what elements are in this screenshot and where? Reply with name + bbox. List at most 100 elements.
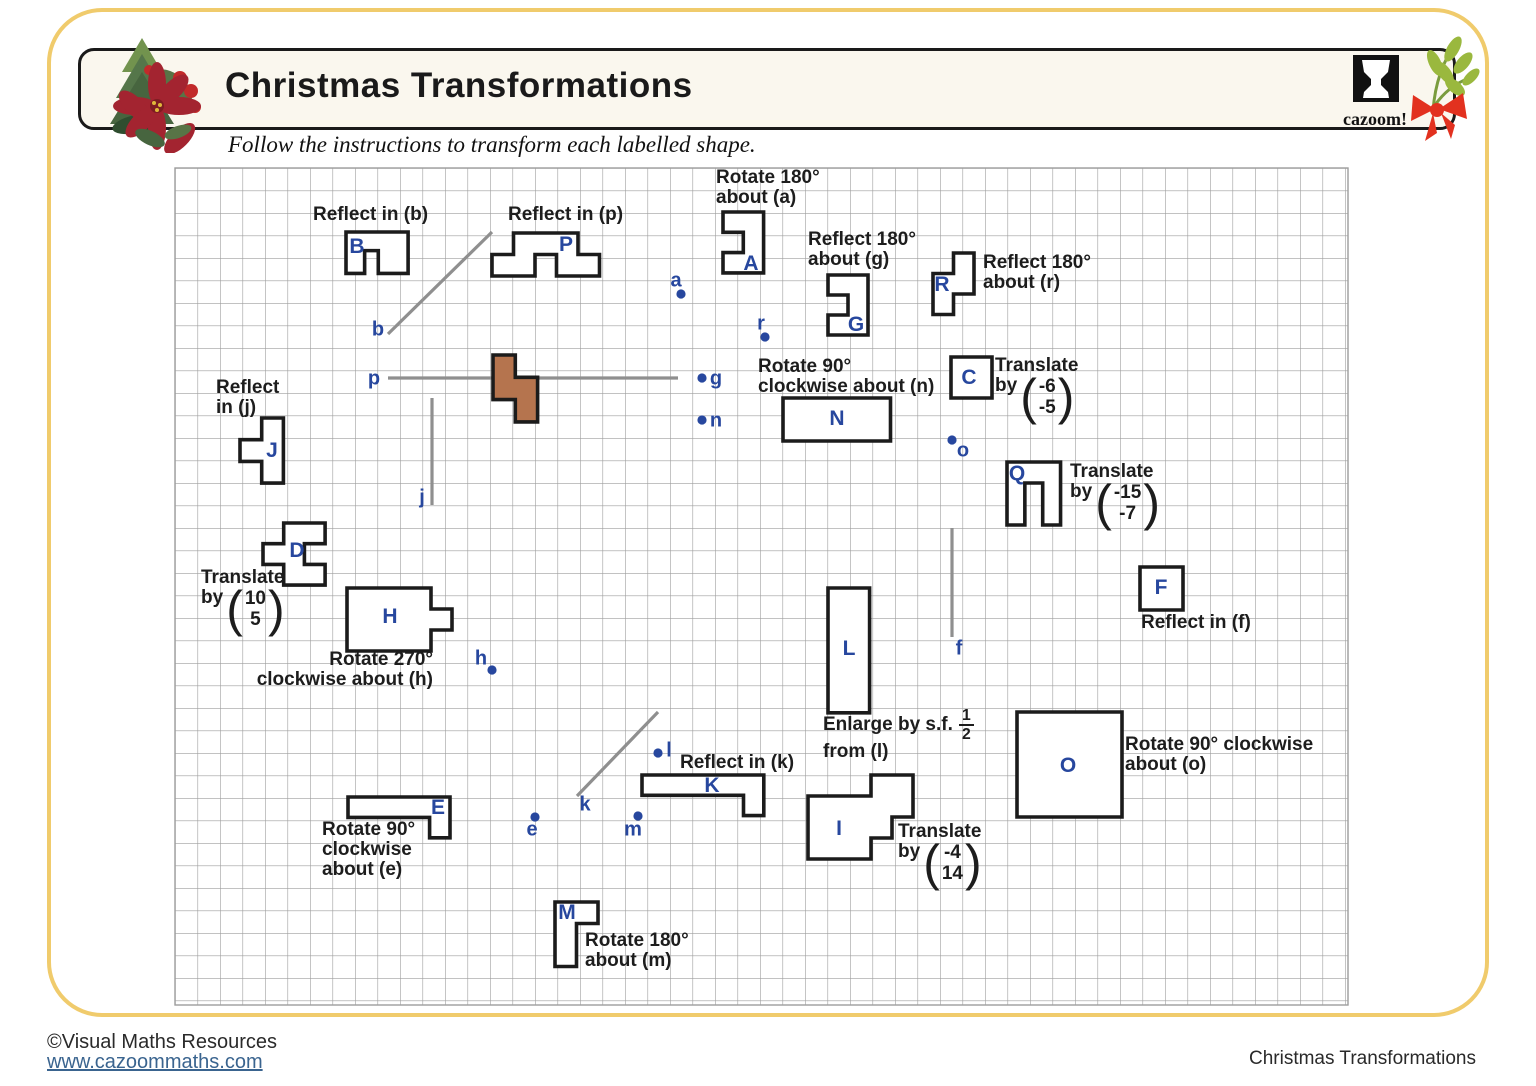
instruction-line: Reflect 180° — [808, 229, 916, 250]
shape-M — [553, 900, 600, 969]
instruction-rotate-h: Rotate 270°clockwise about (h) — [257, 650, 433, 690]
point-l — [653, 748, 663, 758]
instruction-line: Reflect in (p) — [508, 204, 624, 225]
point-label-r: r — [757, 312, 765, 335]
instruction-line: clockwise — [322, 839, 412, 860]
shape-H — [345, 586, 454, 653]
point-r — [760, 332, 770, 342]
instruction-rotate-n: Rotate 90°clockwise about (n) — [758, 357, 934, 397]
instruction-line: about (o) — [1125, 754, 1207, 775]
instruction-line: in (j) — [216, 397, 257, 418]
point-a — [676, 289, 686, 299]
shape-G — [826, 273, 870, 337]
instruction-reflect-b: Reflect in (b) — [313, 205, 428, 225]
instruction-reflect-g: Reflect 180°about (g) — [808, 230, 916, 270]
shape-label-I: I — [836, 817, 842, 840]
mistletoe-decoration — [1411, 36, 1480, 141]
instruction-line: Reflect 180° — [983, 252, 1091, 273]
shape-label-K: K — [704, 774, 720, 797]
shape-label-C: C — [961, 366, 977, 389]
instruction-line: Rotate 180° — [716, 167, 820, 188]
subtitle: Follow the instructions to transform eac… — [228, 132, 756, 157]
point-h — [487, 665, 497, 675]
shape-D — [261, 521, 327, 587]
mirror-line-label-b: b — [371, 318, 385, 341]
mirror-line-label-f: f — [955, 637, 963, 660]
shape-label-R: R — [934, 273, 950, 296]
mirror-line-label-j: j — [419, 486, 425, 509]
instruction-line: about (e) — [322, 859, 403, 880]
instruction-line: Rotate 180° — [585, 930, 689, 951]
point-label-a: a — [670, 269, 682, 292]
shape-label-D: D — [289, 539, 305, 562]
instruction-reflect-f: Reflect in (f) — [1141, 613, 1251, 633]
footer-website-link[interactable]: www.cazoommaths.com — [47, 1051, 263, 1073]
instruction-reflect-p: Reflect in (p) — [508, 205, 623, 225]
shape-label-E: E — [430, 796, 446, 819]
shape-label-A: A — [743, 252, 759, 275]
shape-J — [238, 416, 286, 485]
shape-E — [346, 795, 452, 840]
shape-brown-example — [491, 353, 540, 424]
instruction-line: Rotate 90° clockwise — [1125, 734, 1314, 755]
instruction-line: Translate — [201, 567, 285, 588]
point-label-g: g — [709, 367, 723, 390]
instruction-reflect-k: Reflect in (k) — [680, 753, 794, 773]
mirror-line-label-p: p — [367, 367, 381, 390]
instruction-line: by(-6-5) — [995, 369, 1075, 425]
header-box — [78, 48, 1456, 130]
shape-label-B: B — [349, 235, 365, 258]
instruction-line: Translate — [1070, 461, 1154, 482]
christmas-tree-decoration — [110, 38, 201, 153]
shape-I — [806, 773, 915, 861]
mirror-line-k — [575, 710, 660, 798]
translation-vector: (-6-5) — [1020, 369, 1075, 425]
point-m — [633, 811, 643, 821]
instruction-rotate-m: Rotate 180°about (m) — [585, 931, 689, 971]
point-label-m: m — [624, 818, 642, 841]
point-label-l: l — [666, 739, 672, 762]
instruction-reflect-r: Reflect 180°about (r) — [983, 253, 1091, 293]
footer-copyright: ©Visual Maths Resources — [47, 1031, 278, 1053]
point-label-o: o — [956, 439, 970, 462]
instruction-line: Reflect in (f) — [1141, 612, 1251, 633]
page-title: Christmas Transformations — [225, 66, 693, 105]
instruction-line: about (m) — [585, 950, 672, 971]
point-o — [947, 435, 957, 445]
shape-O — [1015, 710, 1124, 819]
instruction-line: Rotate 270° — [329, 649, 433, 670]
translation-vector: (-15-7) — [1095, 475, 1160, 531]
instruction-line: Translate — [995, 355, 1079, 376]
instruction-rotate-a: Rotate 180°about (a) — [716, 168, 820, 208]
page-yellow-border — [47, 8, 1489, 1017]
cazoom-logo — [1353, 55, 1399, 102]
point-label-e: e — [526, 818, 538, 841]
instruction-line: by(-15-7) — [1070, 475, 1160, 531]
instruction-line: about (g) — [808, 249, 890, 270]
instruction-line: Reflect in (k) — [680, 752, 795, 773]
shape-label-Q: Q — [1008, 462, 1026, 485]
instruction-line: Translate — [898, 821, 982, 842]
shape-K — [640, 773, 766, 818]
shape-L — [826, 586, 872, 715]
shape-label-P: P — [558, 233, 574, 256]
instruction-line: Reflect — [216, 377, 280, 398]
shape-B — [344, 230, 410, 276]
shape-label-O: O — [1059, 754, 1077, 777]
